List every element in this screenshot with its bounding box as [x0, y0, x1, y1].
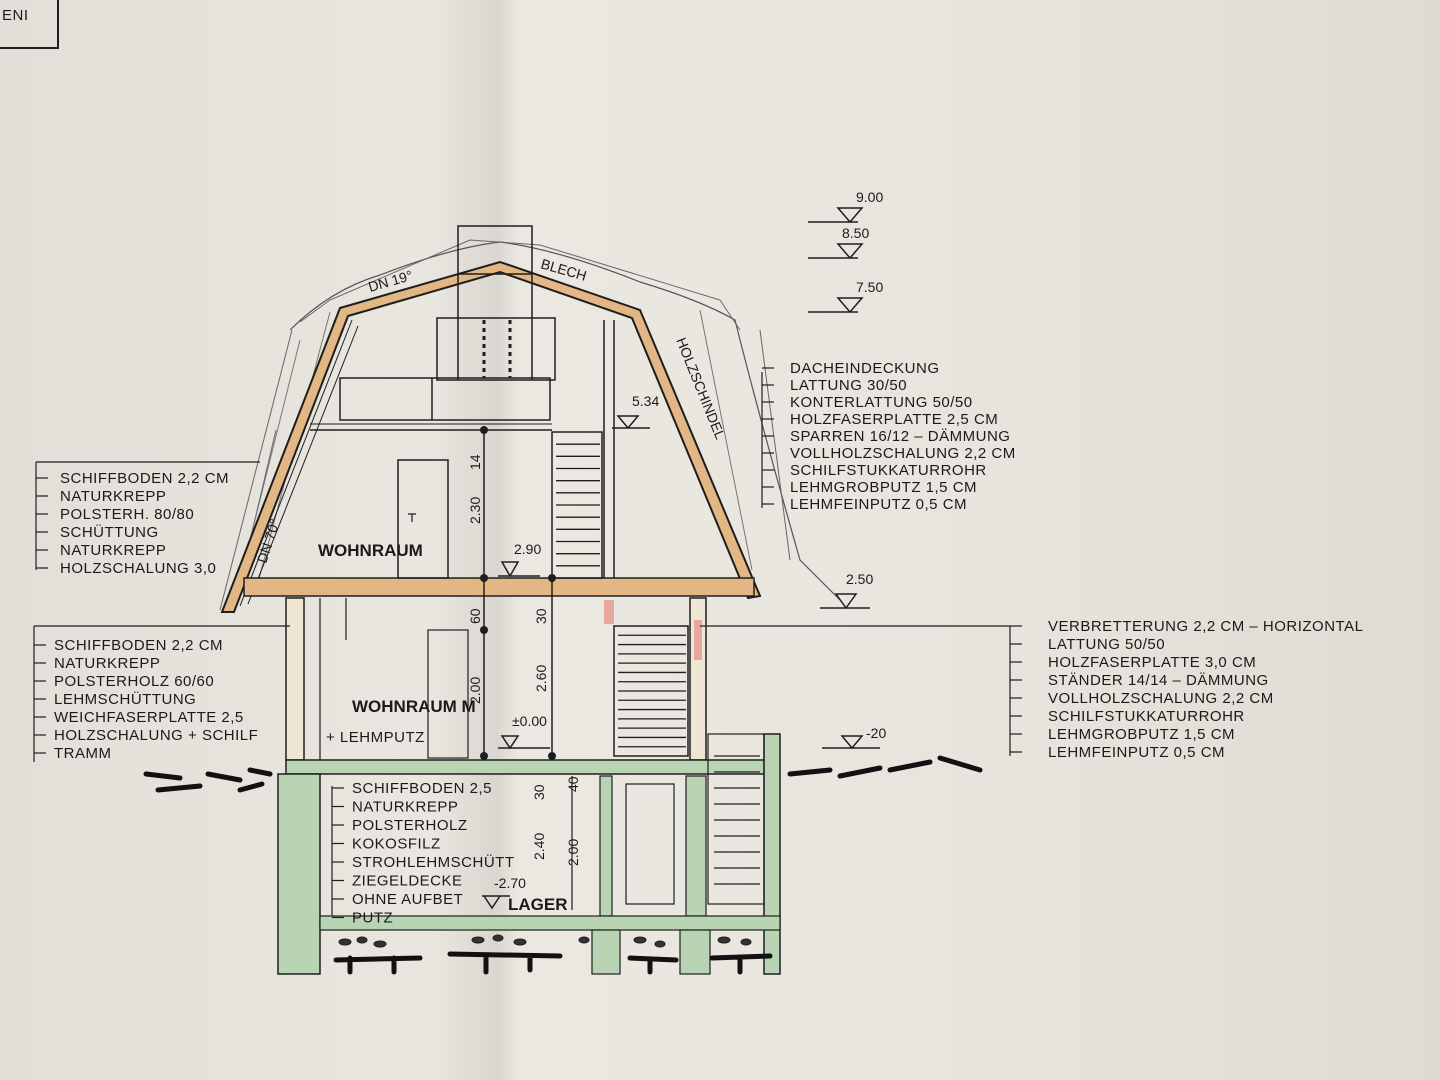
- basement-layer-item: ZIEGELDECKE: [352, 873, 463, 890]
- basement-layer-item: OHNE AUFBET: [352, 891, 463, 908]
- basement-layer-item: KOKOSFILZ: [352, 836, 441, 853]
- basement-layer-item: POLSTERHOLZ: [352, 817, 468, 834]
- central-dimension-line: [480, 426, 556, 760]
- ground-floor-layer-item: WEICHFASERPLATTE 2,5: [54, 709, 244, 726]
- gravel: [338, 934, 752, 948]
- attic-stair: [551, 431, 603, 579]
- roof-layer-item: LEHMGROBPUTZ 1,5 CM: [790, 479, 977, 496]
- attic-interior: [310, 317, 556, 431]
- upper-floor-layer-item: SCHIFFBODEN 2,2 CM: [60, 470, 229, 487]
- roof-layer-item: VOLLHOLZSCHALUNG 2,2 CM: [790, 445, 1016, 462]
- dim-2-00-ground: 2.00: [467, 677, 483, 704]
- ground-floor-layer-item: HOLZSCHALUNG + SCHILF: [54, 727, 258, 744]
- wall-layer-item: LEHMGROBPUTZ 1,5 CM: [1048, 726, 1235, 743]
- terrain-line: [143, 755, 983, 975]
- level-7-50: 7.50: [856, 279, 883, 295]
- upper-floor: [243, 320, 755, 597]
- level-minus-2-70: -2.70: [494, 875, 526, 891]
- level-9-00: 9.00: [856, 189, 883, 205]
- wall-layer-item: LEHMFEINPUTZ 0,5 CM: [1048, 744, 1225, 761]
- basement: [277, 733, 781, 975]
- dim-2-40: 2.40: [531, 833, 547, 860]
- dim-40: 40: [565, 776, 581, 792]
- wall-layer-item: STÄNDER 14/14 – DÄMMUNG: [1048, 672, 1269, 689]
- basement-stair: [714, 755, 760, 885]
- ground-floor-walls: [285, 597, 707, 761]
- basement-layer-item: PUTZ: [352, 910, 393, 927]
- roof-layer-item: SCHILFSTUKKATURROHR: [790, 462, 987, 479]
- roof-layer-item: SPARREN 16/12 – DÄMMUNG: [790, 428, 1010, 445]
- dim-60: 60: [467, 608, 483, 624]
- roof-structure: [220, 260, 762, 613]
- wall-layer-item: LATTUNG 50/50: [1048, 636, 1165, 653]
- room-storage: LAGER: [508, 895, 568, 914]
- upper-door: [397, 459, 449, 579]
- ground-floor-layer-item: TRAMM: [54, 745, 112, 762]
- title-block-label: ENI: [2, 7, 29, 24]
- dim-2-30: 2.30: [467, 497, 483, 524]
- room-upper-living: WOHNRAUM: [318, 541, 423, 560]
- dim-2-00-basement: 2.00: [565, 839, 581, 866]
- roof-layer-item: HOLZFASERPLATTE 2,5 CM: [790, 411, 998, 428]
- basement-door: [625, 783, 675, 905]
- level-minus-20: -20: [866, 725, 886, 741]
- upper-floor-layer-item: SCHÜTTUNG: [60, 523, 159, 541]
- dim-30-upper: 30: [533, 608, 549, 624]
- ground-stair: [613, 625, 689, 757]
- ground-floor-layer-item: POLSTERHOLZ 60/60: [54, 673, 214, 690]
- wall-layer-item: VERBRETTERUNG 2,2 CM – HORIZONTAL: [1048, 618, 1363, 635]
- roof-layer-item: LATTUNG 30/50: [790, 377, 907, 394]
- ground-floor-layer-item: SCHIFFBODEN 2,2 CM: [54, 637, 223, 654]
- wall-legend: VERBRETTERUNG 2,2 CM – HORIZONTALLATTUNG…: [700, 618, 1363, 761]
- ground-floor-legend: SCHIFFBODEN 2,2 CMNATURKREPPPOLSTERHOLZ …: [33, 625, 290, 762]
- roof-layer-item: KONTERLATTUNG 50/50: [790, 394, 973, 411]
- level-2-50: 2.50: [846, 571, 873, 587]
- dim-14: 14: [467, 454, 483, 470]
- level-8-50: 8.50: [842, 225, 869, 241]
- basement-layer-item: STROHLEHMSCHÜTT: [352, 853, 515, 871]
- dim-2-60: 2.60: [533, 665, 549, 692]
- level-markers-inline: 5.34 2.90 2.50 ±0.00 -20 -2.70: [482, 393, 886, 910]
- roof-sketch: [219, 239, 841, 611]
- wall-layer-item: VOLLHOLZSCHALUNG 2,2 CM: [1048, 690, 1274, 707]
- ground-floor-layer-item: NATURKREPP: [54, 655, 160, 672]
- ground-floor-layer-item: LEHMSCHÜTTUNG: [54, 690, 196, 708]
- title-block: ENI: [0, 0, 59, 49]
- level-markers-top: 9.00 8.50 7.50: [808, 189, 883, 314]
- level-5-34: 5.34: [632, 393, 659, 409]
- upper-floor-layer-item: NATURKREPP: [60, 488, 166, 505]
- dim-30-lower: 30: [531, 784, 547, 800]
- upper-floor-layer-item: NATURKREPP: [60, 542, 166, 559]
- roof-layer-item: DACHEINDECKUNG: [790, 360, 940, 377]
- upper-floor-layer-item: POLSTERH. 80/80: [60, 506, 194, 523]
- wall-layer-item: HOLZFASERPLATTE 3,0 CM: [1048, 654, 1256, 671]
- room-ground-living: WOHNRAUM M: [352, 697, 476, 716]
- upper-floor-layer-item: HOLZSCHALUNG 3,0: [60, 560, 216, 577]
- roof-layer-item: LEHMFEINPUTZ 0,5 CM: [790, 496, 967, 513]
- chimney: [457, 225, 533, 380]
- dimensions: 14 2.30 60 30 2.00 2.60 30 40 2.40 2.00: [467, 454, 581, 910]
- wall-layer-item: SCHILFSTUKKATURROHR: [1048, 708, 1245, 725]
- basement-layer-item: NATURKREPP: [352, 799, 458, 816]
- lehmputz-note: + LEHMPUTZ: [326, 729, 425, 746]
- basement-layer-item: SCHIFFBODEN 2,5: [352, 780, 492, 797]
- level-2-90: 2.90: [514, 541, 541, 557]
- level-0-00: ±0.00: [512, 713, 547, 729]
